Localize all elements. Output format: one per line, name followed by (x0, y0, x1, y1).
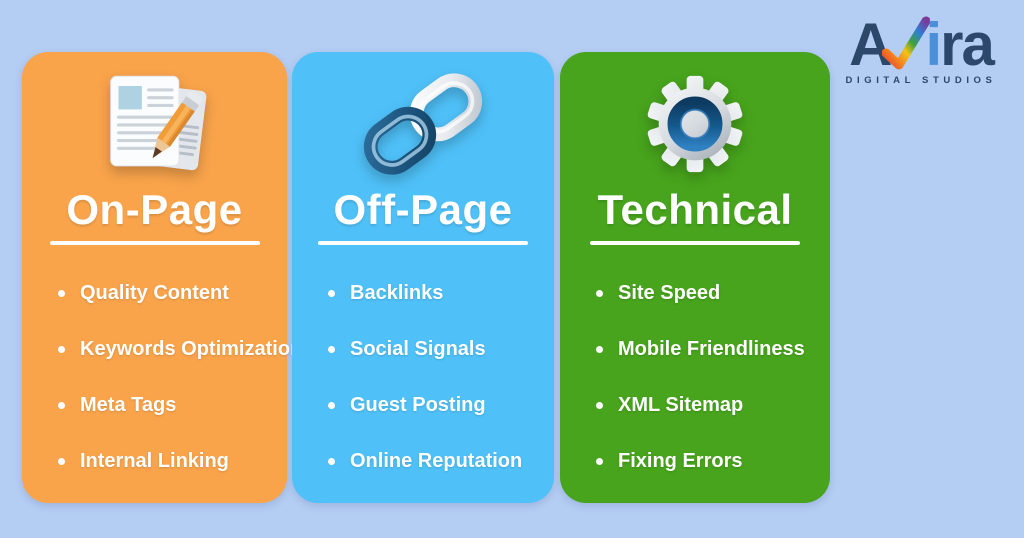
bullet-dot (58, 290, 65, 298)
gear-icon-svg (647, 75, 743, 173)
cards-row: On-Page Quality Content Keywords Optimiz… (22, 52, 830, 503)
bullet-dot (328, 290, 335, 298)
card-title: Technical (597, 186, 793, 233)
bullet-dot (58, 346, 65, 354)
title-underline (590, 241, 800, 246)
gear-icon (560, 68, 830, 180)
title-underline (318, 241, 528, 246)
bullet-dot (596, 346, 603, 354)
bullet-dot (58, 402, 65, 410)
card-list: Backlinks Social Signals Guest Posting O… (292, 282, 554, 473)
card-title: Off-Page (333, 186, 513, 233)
card-list: Site Speed Mobile Friendliness XML Sitem… (560, 282, 830, 473)
list-item: Site Speed (596, 282, 830, 305)
brand-subtitle: DIGITAL STUDIOS (845, 75, 997, 86)
document-pencil-icon (22, 68, 287, 180)
brand-letter-a: A (849, 11, 892, 78)
list-item: Quality Content (58, 282, 287, 305)
brand-letters-ra: ra (940, 11, 995, 78)
rainbow-check-icon (882, 16, 931, 70)
list-item: Backlinks (328, 282, 554, 305)
list-item: Fixing Errors (596, 450, 830, 473)
card-technical: Technical Site Speed Mobile Friendliness… (560, 52, 830, 503)
title-underline (49, 241, 260, 246)
bullet-dot (328, 402, 335, 410)
card-list: Quality Content Keywords Optimization Me… (22, 282, 302, 473)
bullet-dot (328, 346, 335, 354)
bullet-dot (596, 402, 603, 410)
brand-letter-i: i (925, 11, 942, 78)
chain-link-icon-svg (363, 73, 483, 175)
chain-link-icon (292, 68, 554, 180)
list-item: Guest Posting (328, 394, 554, 417)
list-item: Internal Linking (58, 450, 287, 473)
list-item: Mobile Friendliness (596, 338, 830, 361)
brand-logo: A i ra DIGITAL STUDIOS (826, 8, 1016, 87)
list-item: Online Reputation (328, 450, 554, 473)
list-item: Keywords Optimization (58, 338, 302, 361)
bullet-dot (596, 458, 603, 466)
card-title: On-Page (66, 186, 243, 233)
brand-wordmark: A i ra (826, 8, 1016, 78)
bullet-dot (58, 458, 65, 466)
bullet-dot (328, 458, 335, 466)
card-on-page: On-Page Quality Content Keywords Optimiz… (22, 52, 302, 503)
document-pencil-icon-svg (109, 75, 206, 171)
list-item: Meta Tags (58, 394, 287, 417)
list-item: XML Sitemap (596, 394, 830, 417)
list-item: Social Signals (328, 338, 554, 361)
card-off-page: Off-Page Backlinks Social Signals Guest … (292, 52, 554, 503)
bullet-dot (596, 290, 603, 298)
